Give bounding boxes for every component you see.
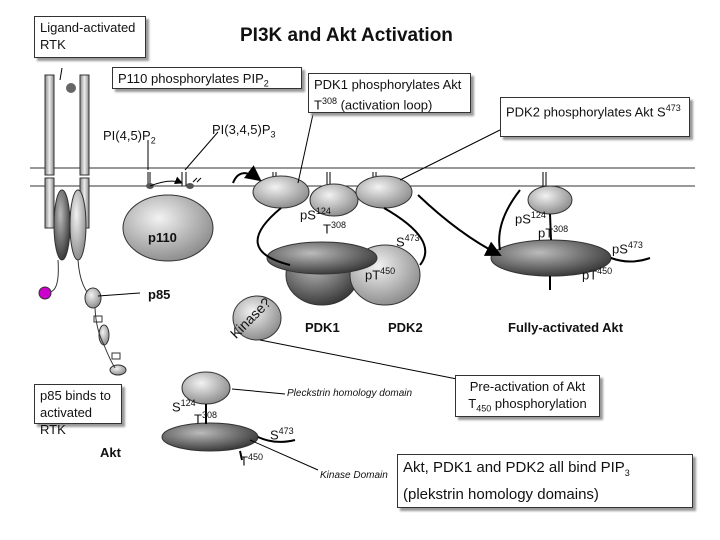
pdk2-phos-sup: 473 <box>665 103 681 113</box>
ps124-full: pS124 <box>515 210 546 227</box>
preact-line1: Pre-activation of Akt <box>469 379 586 394</box>
t308-mid: T308 <box>323 220 346 237</box>
p85-chain <box>84 287 127 376</box>
pdk1-phos-box: PDK1 phosphorylates Akt T308 (activation… <box>308 73 471 113</box>
pdk2-phos-text: PDK2 phosphorylates Akt S <box>506 104 666 120</box>
preact-line2: T450 phosphorylation <box>468 396 587 414</box>
t308-lower: T308 <box>194 410 217 427</box>
p110-phos-box: P110 phosphorylates PIP2 <box>112 67 302 89</box>
p85-binds-text: p85 binds to activated RTK <box>40 388 111 437</box>
pdk2-label: PDK2 <box>388 320 423 335</box>
pip3-note-line2: (plekstrin homology domains) <box>403 486 599 503</box>
rtk-box: Ligand-activated RTK <box>34 16 146 58</box>
pip3-lipid <box>181 172 202 189</box>
rtk-receptor <box>44 74 96 301</box>
rtk-text: Ligand-activated RTK <box>40 20 136 52</box>
pt450-mid: pT450 <box>365 266 396 283</box>
pdk1-label: PDK1 <box>305 320 340 335</box>
p110-phos-text: P110 phosphorylates PIP <box>118 71 264 86</box>
p85-label: p85 <box>148 287 171 302</box>
ph-domain-label: Pleckstrin homology domain <box>287 388 413 399</box>
pdk2-ph-domain <box>355 175 413 209</box>
p110-phos-sub: 2 <box>263 78 269 89</box>
page-title: PI3K and Akt Activation <box>240 25 453 46</box>
t450-lower: T450 <box>240 452 263 469</box>
pt450-full: pT450 <box>582 266 613 283</box>
full-akt-label: Fully-activated Akt <box>508 320 624 335</box>
ps124-mid: pS124 <box>300 206 331 223</box>
pip2-lipid <box>146 172 154 189</box>
pi345-label: PI(3,4,5)P3 <box>212 122 276 140</box>
pip3-note-line1: Akt, PDK1 and PDK2 all bind PIP3 <box>403 459 630 478</box>
pdk2-phos-box: PDK2 phosphorylates Akt S473 <box>500 97 690 137</box>
pip3-note-box: Akt, PDK1 and PDK2 all bind PIP3 (plekst… <box>397 454 693 508</box>
ps473-full: pS473 <box>612 240 643 257</box>
pdk1-phos-text: PDK1 phosphorylates Akt T <box>314 77 462 113</box>
akt-kinase-domain <box>266 241 378 275</box>
pdk1-phos-sup: 308 <box>321 96 337 106</box>
s473-mid: S473 <box>396 233 420 250</box>
kinase-question-body <box>232 295 282 341</box>
pdk1-ph-domain <box>252 175 310 209</box>
s124-lower: S124 <box>172 398 196 415</box>
p110-label: p110 <box>148 230 177 245</box>
pdk1-phos-tail: (activation loop) <box>336 97 433 113</box>
pt308-full: pT308 <box>538 224 569 241</box>
akt-label: Akt <box>100 445 121 460</box>
akt-ph-domain <box>309 183 359 217</box>
p85-binds-box: p85 binds to activated RTK <box>34 384 122 437</box>
s473-lower: S473 <box>270 426 294 443</box>
preact-box: Pre-activation of Akt T450 phosphorylati… <box>455 375 600 417</box>
kinase-domain-label: Kinase Domain <box>320 470 388 481</box>
pip3-dot <box>38 286 52 300</box>
pi45-label: PI(4,5)P2 <box>103 128 156 146</box>
lower-akt-kinase-domain <box>161 422 259 452</box>
p110-subunit <box>122 194 214 262</box>
